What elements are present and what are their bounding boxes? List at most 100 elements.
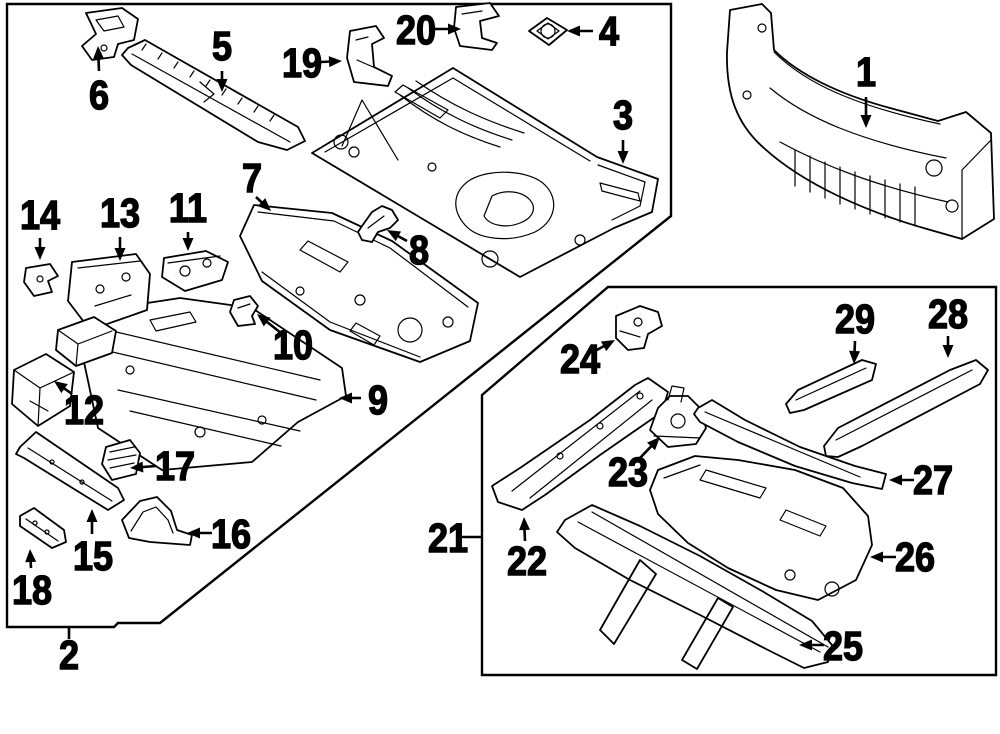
- callout-25: 25: [799, 623, 864, 670]
- callout-22: 22: [506, 517, 548, 585]
- arrowhead-icon: [93, 46, 105, 60]
- part-art-6[interactable]: [81, 7, 139, 61]
- callout-label-12[interactable]: 12: [63, 387, 104, 434]
- callout-4: 4: [567, 8, 620, 55]
- callout-label-11[interactable]: 11: [168, 185, 207, 232]
- callout-3: 3: [612, 92, 634, 164]
- part-art-24[interactable]: [615, 305, 663, 351]
- callout-24: 24: [559, 336, 615, 383]
- callout-label-20[interactable]: 20: [395, 7, 436, 54]
- arrowhead-icon: [328, 56, 342, 68]
- arrowhead-icon: [387, 230, 402, 242]
- callout-label-17[interactable]: 17: [154, 443, 195, 490]
- callout-5: 5: [211, 23, 233, 92]
- part-art-20[interactable]: [453, 2, 500, 51]
- callout-13: 13: [99, 190, 141, 261]
- part-art-23[interactable]: [649, 385, 707, 448]
- part-art-12-lower[interactable]: [11, 353, 75, 427]
- part-art-14[interactable]: [23, 263, 59, 297]
- part-art-28[interactable]: [823, 359, 989, 458]
- callout-16: 16: [187, 511, 252, 558]
- callout-label-14[interactable]: 14: [19, 192, 61, 239]
- arrowhead-icon: [448, 23, 461, 35]
- callout-label-22[interactable]: 22: [506, 538, 547, 585]
- callout-11: 11: [168, 185, 208, 251]
- part-art-16[interactable]: [121, 496, 193, 546]
- group-box-21: [480, 285, 998, 677]
- callout-label-9[interactable]: 9: [367, 377, 388, 424]
- group-box-2: [5, 2, 673, 629]
- callout-10: 10: [257, 314, 314, 369]
- callout-label-7[interactable]: 7: [241, 155, 262, 202]
- callout-8: 8: [387, 227, 430, 274]
- arrowhead-icon: [647, 437, 660, 451]
- callout-label-13[interactable]: 13: [99, 190, 140, 237]
- part-art-19[interactable]: [346, 25, 393, 87]
- callout-27: 27: [889, 457, 954, 504]
- arrowhead-icon: [519, 517, 531, 531]
- part-art-9[interactable]: [83, 297, 347, 471]
- callout-label-28[interactable]: 28: [927, 291, 968, 338]
- part-art-12-upper[interactable]: [55, 316, 117, 367]
- callout-label-18[interactable]: 18: [11, 567, 52, 614]
- part-art-18[interactable]: [19, 507, 67, 549]
- arrowhead-icon: [617, 151, 629, 164]
- arrowhead-icon: [114, 248, 126, 261]
- callout-label-10[interactable]: 10: [272, 322, 313, 369]
- arrowhead-icon: [339, 392, 352, 404]
- callout-label-23[interactable]: 23: [607, 449, 648, 496]
- arrowhead-icon: [216, 79, 228, 92]
- callout-label-2[interactable]: 2: [58, 632, 79, 679]
- callout-1: 1: [855, 49, 877, 128]
- arrowhead-icon: [870, 551, 883, 563]
- part-art-5[interactable]: [121, 39, 306, 151]
- part-art-15[interactable]: [15, 431, 125, 511]
- callout-label-25[interactable]: 25: [822, 623, 863, 670]
- arrowhead-icon: [567, 25, 580, 37]
- callout-label-15[interactable]: 15: [72, 533, 113, 580]
- callout-2: 2: [58, 627, 80, 679]
- callout-label-29[interactable]: 29: [834, 296, 875, 343]
- callout-6: 6: [88, 46, 110, 119]
- part-art-4[interactable]: [528, 17, 568, 46]
- callout-label-19[interactable]: 19: [281, 40, 322, 87]
- callout-label-4[interactable]: 4: [598, 8, 620, 55]
- callout-23: 23: [607, 437, 660, 496]
- arrowhead-icon: [849, 350, 861, 364]
- callout-label-6[interactable]: 6: [88, 72, 109, 119]
- part-art-1[interactable]: [726, 3, 995, 240]
- part-art-3[interactable]: [311, 67, 659, 278]
- callout-label-24[interactable]: 24: [559, 336, 601, 383]
- callout-label-26[interactable]: 26: [894, 534, 935, 581]
- part-art-29[interactable]: [785, 359, 877, 414]
- callout-label-21[interactable]: 21: [427, 515, 468, 562]
- callout-28: 28: [927, 291, 969, 358]
- part-art-17[interactable]: [101, 439, 141, 481]
- callout-7: 7: [241, 155, 271, 211]
- part-art-8[interactable]: [357, 205, 399, 243]
- callout-label-8[interactable]: 8: [408, 227, 429, 274]
- callout-label-1[interactable]: 1: [855, 49, 876, 96]
- part-art-13[interactable]: [67, 253, 151, 331]
- callout-label-27[interactable]: 27: [912, 457, 953, 504]
- callout-20: 20: [395, 7, 461, 54]
- part-art-10[interactable]: [229, 295, 259, 327]
- part-art-25[interactable]: [556, 504, 833, 670]
- part-art-22[interactable]: [491, 377, 669, 511]
- callout-9: 9: [339, 377, 389, 424]
- part-art-26[interactable]: [649, 455, 873, 601]
- arrowhead-icon: [600, 340, 615, 352]
- callout-17: 17: [130, 443, 196, 490]
- callout-label-16[interactable]: 16: [210, 511, 251, 558]
- part-art-11[interactable]: [161, 250, 229, 292]
- callout-label-3[interactable]: 3: [612, 92, 633, 139]
- part-art-27[interactable]: [693, 399, 887, 490]
- arrowhead-icon: [182, 238, 194, 251]
- arrowhead-icon: [34, 247, 46, 260]
- callout-14: 14: [19, 192, 61, 260]
- callout-15: 15: [72, 509, 114, 580]
- arrowhead-icon: [86, 509, 98, 522]
- callout-label-5[interactable]: 5: [211, 23, 232, 70]
